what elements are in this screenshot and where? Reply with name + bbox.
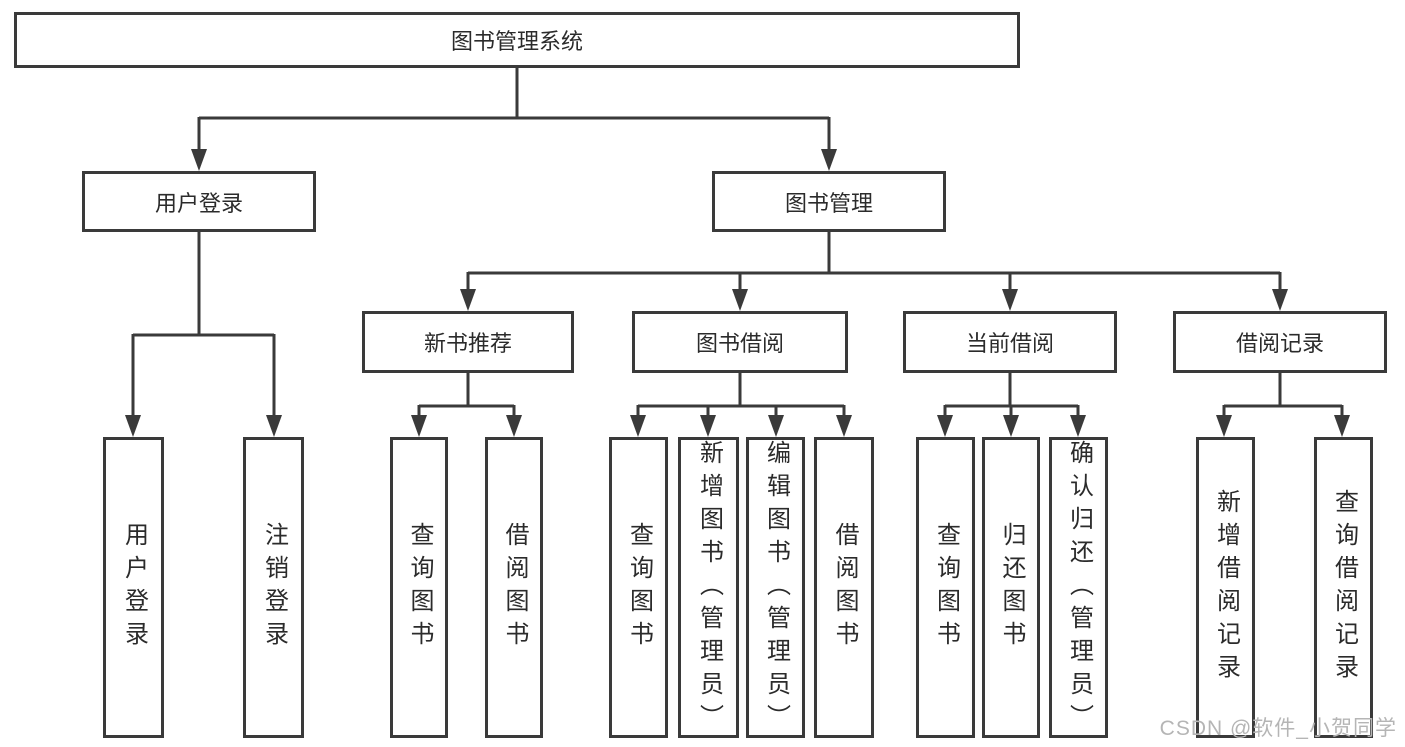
node-current-borrowing: 当前借阅	[903, 311, 1117, 373]
leaf-return-books: 归还图书	[982, 437, 1040, 738]
node-label: 借阅图书	[831, 521, 858, 654]
node-label: 图书管理	[784, 190, 873, 216]
node-label: 查询图书	[932, 521, 960, 654]
node-label: 查询图书	[625, 521, 653, 654]
leaf-query-books-current: 查询图书	[916, 437, 975, 738]
node-label: 图书借阅	[695, 331, 784, 356]
leaf-borrow-books-borrowing: 借阅图书	[814, 437, 874, 738]
node-library-management-system: 图书管理系统	[14, 12, 1020, 68]
leaf-add-borrow-record: 新增借阅记录	[1196, 437, 1255, 738]
leaf-borrow-books-recommend: 借阅图书	[485, 437, 543, 738]
node-label: 借阅图书	[501, 521, 528, 654]
node-label: 新书推荐	[423, 331, 512, 356]
node-book-borrowing: 图书借阅	[632, 311, 848, 373]
csdn-watermark: CSDN @软件_小贺同学	[1159, 717, 1397, 740]
node-book-management-module: 图书管理	[712, 171, 946, 232]
leaf-edit-books-admin: 编辑图书（管理员）	[746, 437, 805, 738]
node-label: 借阅记录	[1235, 331, 1324, 356]
leaf-query-books-recommend: 查询图书	[390, 437, 448, 738]
node-label: 用户登录	[120, 521, 148, 654]
leaf-query-borrow-record: 查询借阅记录	[1314, 437, 1373, 738]
node-label: 图书管理系统	[450, 29, 583, 54]
node-borrowing-records: 借阅记录	[1173, 311, 1387, 373]
node-label: 编辑图书（管理员）	[762, 440, 790, 737]
node-label: 新增借阅记录	[1212, 488, 1240, 687]
leaf-query-books-borrowing: 查询图书	[609, 437, 668, 738]
node-label: 新增图书（管理员）	[695, 440, 723, 737]
node-label: 确认归还（管理员）	[1065, 440, 1093, 737]
node-user-login-module: 用户登录	[82, 171, 316, 232]
node-new-book-recommendation: 新书推荐	[362, 311, 574, 373]
leaf-confirm-return-admin: 确认归还（管理员）	[1049, 437, 1108, 738]
leaf-logout: 注销登录	[243, 437, 304, 738]
node-label: 用户登录	[154, 190, 243, 216]
node-label: 当前借阅	[965, 331, 1054, 356]
node-label: 归还图书	[998, 521, 1025, 654]
node-label: 查询图书	[406, 521, 433, 654]
node-label: 查询借阅记录	[1330, 488, 1358, 687]
node-label: 注销登录	[260, 521, 288, 654]
leaf-user-login: 用户登录	[103, 437, 164, 738]
leaf-add-books-admin: 新增图书（管理员）	[678, 437, 739, 738]
